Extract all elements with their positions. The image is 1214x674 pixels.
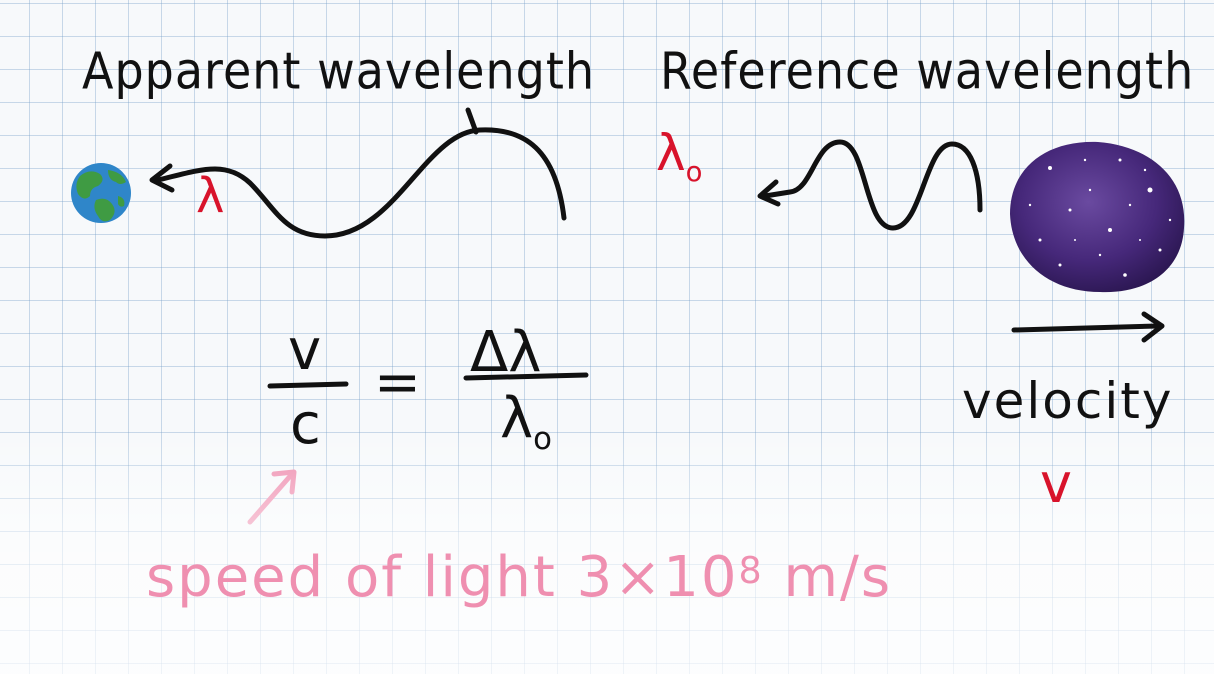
- equation-lhs-numerator: v: [288, 318, 322, 383]
- speed-of-light-exponent: 8: [738, 549, 764, 593]
- equation-rhs-denominator: λo: [500, 386, 552, 457]
- lambda-naught-label: λo: [656, 124, 702, 188]
- earth-icon: [71, 163, 131, 223]
- lambda-naught-subscript: o: [685, 156, 703, 188]
- lambda-naught-base: λ: [656, 124, 686, 182]
- equation-rhs-denominator-base: λ: [500, 386, 534, 451]
- velocity-label: velocity: [962, 372, 1174, 430]
- speed-of-light-units: m/s: [763, 545, 893, 610]
- velocity-arrow: [1011, 311, 1165, 343]
- fraction-bars: [267, 372, 589, 389]
- velocity-symbol: v: [1040, 452, 1072, 515]
- equation-rhs-denominator-subscript: o: [533, 421, 552, 458]
- equation-lhs-denominator: c: [290, 392, 321, 457]
- galaxy-icon: [1010, 141, 1185, 293]
- equation-equals: =: [374, 350, 421, 415]
- equation-rhs-numerator: Δλ: [470, 320, 542, 385]
- speed-of-light-text: speed of light 3×10: [146, 545, 739, 610]
- apparent-wavelength-title: Apparent wavelength: [82, 41, 596, 101]
- apparent-wave: [149, 107, 567, 239]
- speed-of-light-note: speed of light 3×108 m/s: [146, 545, 892, 610]
- lambda-label: λ: [196, 168, 225, 224]
- reference-wavelength-title: Reference wavelength: [660, 41, 1195, 101]
- pink-pointer-arrow: [247, 469, 297, 525]
- reference-wave: [757, 139, 983, 231]
